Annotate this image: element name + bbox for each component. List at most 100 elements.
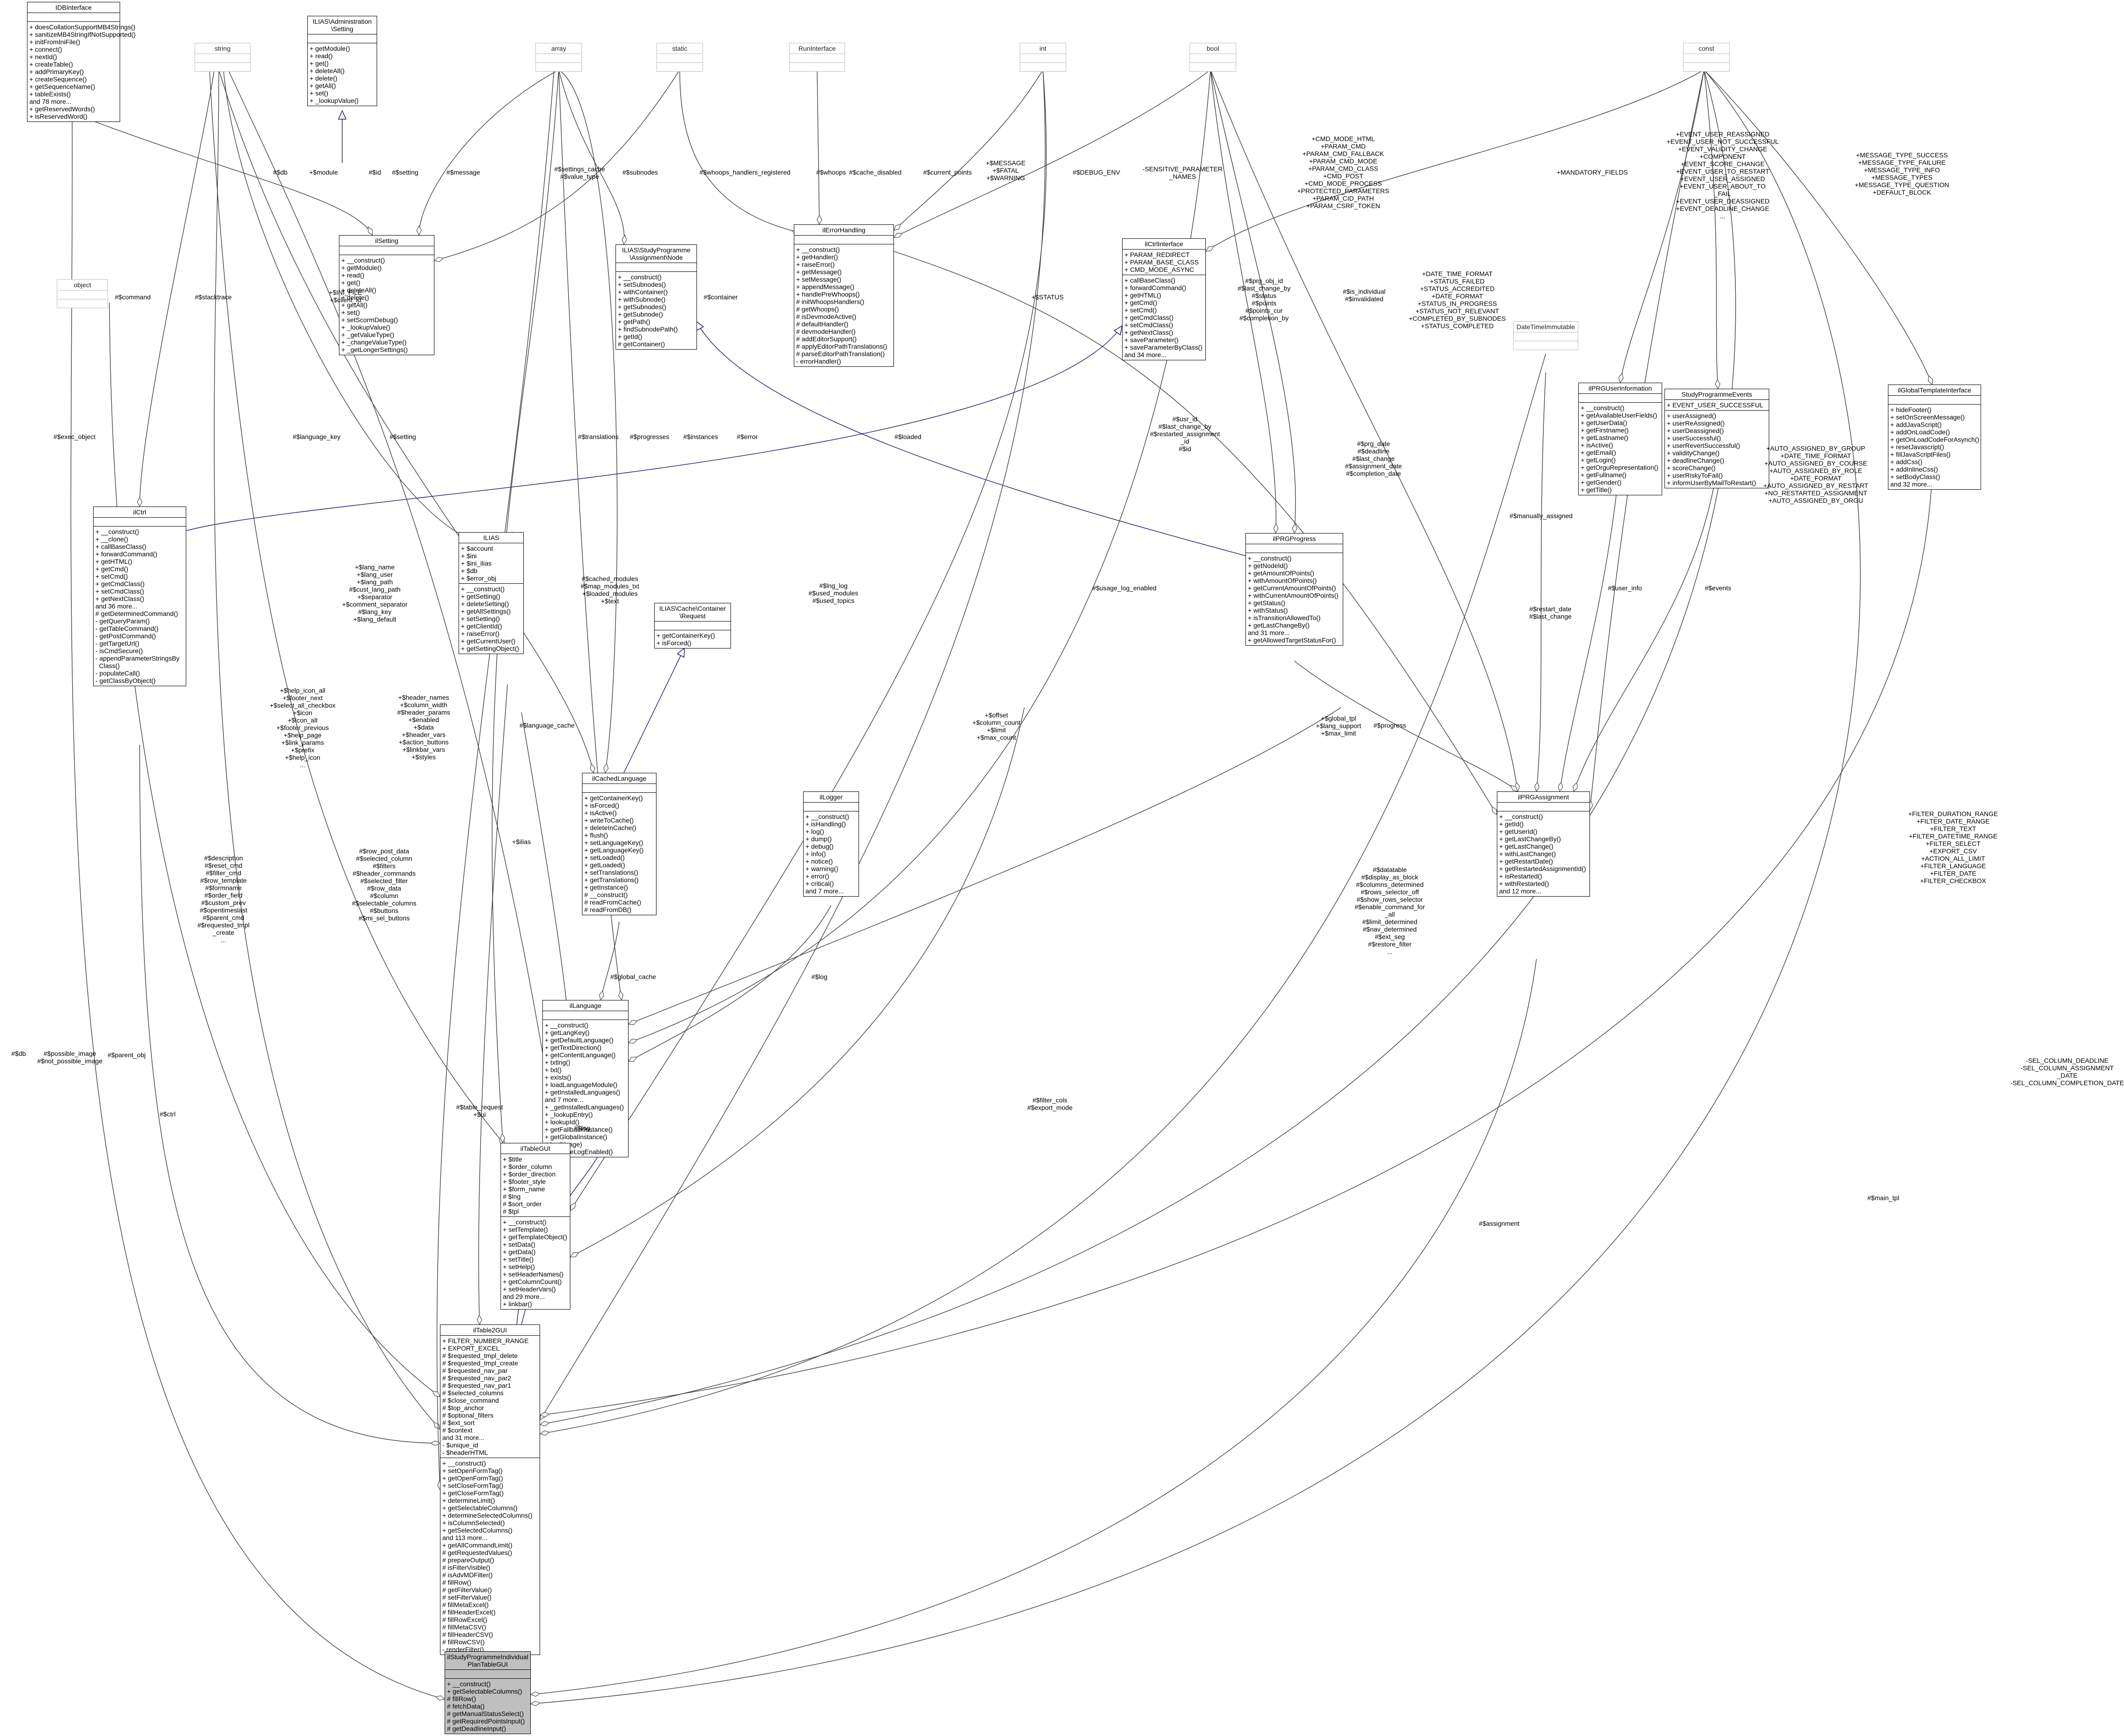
- class-operations-line: # fillRow(): [447, 1695, 476, 1702]
- edge-label-datatable: #$datatable #$display_as_block #$columns…: [1354, 866, 1425, 955]
- class-operations-line: + informUserByMailToRestart(): [1667, 479, 1756, 486]
- class-operations-line: + getLogin(): [1581, 456, 1616, 464]
- class-operations-line: + loadLanguageModule(): [545, 1081, 618, 1088]
- class-attributes: [1579, 393, 1662, 402]
- class-operations-line: + doesCollationSupportMB4Strings(): [29, 23, 135, 31]
- association-edge: [570, 69, 1047, 1210]
- class-attributes: [616, 263, 697, 271]
- class-operations: [1020, 62, 1066, 71]
- class-operations-line: + getUserId(): [1499, 828, 1538, 835]
- edge-label-message-fatal: +$MESSAGE +$FATAL +$WARNING: [986, 159, 1026, 182]
- class-operations-line: # fillMetaCSV(): [442, 1623, 487, 1631]
- class-const: const: [1683, 43, 1730, 72]
- class-name: array: [536, 43, 582, 54]
- edge-label-lng: #$lng: [574, 1124, 590, 1132]
- class-operations-line: - getPostCommand(): [95, 632, 156, 640]
- class-name-line: ILIAS\Administration: [312, 18, 372, 25]
- class-operations-line: + nextId(): [29, 53, 57, 61]
- class-operations-line: + getPath(): [618, 318, 650, 325]
- class-name-line: ilPRGAssignment: [1518, 793, 1569, 801]
- association-edge: [1560, 458, 1621, 791]
- class-operations-line: + setCmd(): [95, 573, 128, 580]
- class-operations-line: # getContainer(): [618, 340, 665, 348]
- class-operations-line: + deleteAll(): [341, 286, 377, 294]
- class-operations-line: + isTransitionAllowedTo(): [1248, 614, 1321, 621]
- class-operations-line: + writeToCache(): [584, 817, 634, 824]
- class-operations-line: - getTargetUrl(): [95, 640, 140, 647]
- class-operations-line: + getLanguageKey(): [584, 846, 644, 854]
- edge-label-id: #$id: [368, 169, 381, 176]
- class-operations-line: + getModule(): [310, 45, 350, 52]
- edge-label-current-points: #$current_points: [923, 169, 972, 176]
- class-attributes: [1246, 544, 1343, 553]
- association-edge: [540, 69, 1046, 1420]
- class-operations-line: + tableExists(): [29, 90, 71, 98]
- class-operations-line: - errorHandler(): [796, 358, 841, 365]
- association-edge: [70, 121, 445, 1699]
- class-name-line: ilTable2GUI: [473, 1326, 507, 1334]
- class-operations-line: + __construct(): [1581, 404, 1624, 412]
- class-name: ilTableGUI: [501, 1143, 570, 1154]
- class-operations-line: + setCmd(): [1124, 306, 1157, 314]
- edge-label-assignment: #$assignment: [1479, 1220, 1520, 1227]
- class-operations-line: + addPrimaryKey(): [29, 68, 84, 75]
- class-int: int: [1020, 43, 1066, 72]
- class-name: ilCtrl: [94, 507, 186, 517]
- association-edge: [601, 921, 620, 1000]
- class-operations-line: + isColumnSelected(): [442, 1519, 505, 1527]
- class-operations-line: + withRestarted(): [1499, 880, 1549, 887]
- class-attributes: [445, 1669, 530, 1678]
- class-operations-line: - populateCall(): [95, 669, 140, 677]
- class-operations-line: # addEditorSupport(): [796, 335, 857, 343]
- class-name-line: ILIAS\Cache\Container: [659, 605, 726, 612]
- edge-label-parent-obj: #$parent_obj: [108, 1051, 146, 1059]
- class-operations-line: + getOrguRepresentation(): [1581, 464, 1658, 471]
- class-name-line: ilPRGProgress: [1272, 535, 1316, 542]
- class-operations-line: + setLanguageKey(): [584, 839, 643, 846]
- class-operations: + getContainerKey()+ isForced(): [655, 630, 731, 648]
- class-attributes-line: + EXPORT_EXCEL: [442, 1344, 500, 1352]
- class-operations-line: + __construct(): [618, 273, 662, 281]
- class-operations-line: + getSubnode(): [618, 311, 663, 318]
- class-operations-line: + getAmountOfPoints(): [1248, 569, 1314, 577]
- class-operations-line: and 32 more...: [1890, 480, 1933, 488]
- class-operations-line: + getStatus(): [1248, 599, 1285, 607]
- class-attributes-line: # $close_command: [442, 1397, 499, 1404]
- edge-label-global-tpl: +$global_tpl +$lang_support +$max_limit: [1316, 715, 1361, 737]
- class-operations: + __construct()+ __clone()+ callBaseClas…: [94, 526, 186, 686]
- class-name: StudyProgrammeEvents: [1665, 389, 1769, 399]
- class-operations-line: + getLastChangeBy(): [1248, 621, 1310, 629]
- class-operations-line: - appendParameterStringsBy: [95, 655, 180, 662]
- edge-label-offset: +$offset +$column_count +$limit +$max_co…: [972, 711, 1021, 741]
- class-operations-line: + fillJavaScriptFiles(): [1890, 451, 1951, 458]
- class-operations-line: + delete(): [341, 294, 369, 301]
- class-name: ILIAS: [459, 533, 523, 543]
- class-operations-line: + getLangKey(): [545, 1029, 590, 1036]
- class-attributes: [94, 517, 186, 526]
- class-operations-line: + debug(): [805, 843, 834, 850]
- class-operations-line: + deleteAll(): [310, 67, 345, 74]
- class-attributes: [1888, 395, 1981, 404]
- class-operations-line: # applyEditorPathTranslations(): [796, 343, 887, 350]
- class-operations-line: + getFullname(): [1581, 471, 1627, 479]
- inheritance-edge: [186, 326, 1122, 531]
- association-edge: [139, 744, 440, 1443]
- class-ilcachedlanguage: ilCachedLanguage+ getContainerKey()+ isF…: [582, 773, 656, 915]
- class-attributes: [308, 34, 377, 43]
- class-operations-line: + getFallbackInstance(): [545, 1126, 613, 1133]
- class-ilctrlinterface: ilCtrlInterface+ PARAM_REDIRECT+ PARAM_B…: [1122, 238, 1206, 360]
- class-operations-line: + createSequence(): [29, 75, 87, 83]
- edge-label-exec-object: #$exec_object: [53, 433, 96, 440]
- class-operations: + __construct()+ getHandler()+ raiseErro…: [794, 244, 893, 366]
- class-operations: + __construct()+ isHandling()+ log()+ du…: [804, 811, 859, 896]
- class-operations-line: + validityChange(): [1667, 449, 1720, 457]
- association-edge: [1536, 372, 1546, 791]
- class-operations-line: + getCmdClass(): [95, 580, 145, 588]
- association-edge: [140, 69, 215, 507]
- class-operations-line: + determineLimit(): [442, 1497, 495, 1504]
- edge-label-module: +$module: [309, 169, 338, 176]
- class-operations-line: + getOpenFormTag(): [442, 1474, 503, 1482]
- edge-label-cache-disabled: #$cache_disabled: [849, 169, 902, 176]
- class-operations-line: + isForced(): [656, 639, 692, 647]
- edge-label-cached-modules: #$cached_modules #$map_modules_txt +$loa…: [580, 575, 640, 605]
